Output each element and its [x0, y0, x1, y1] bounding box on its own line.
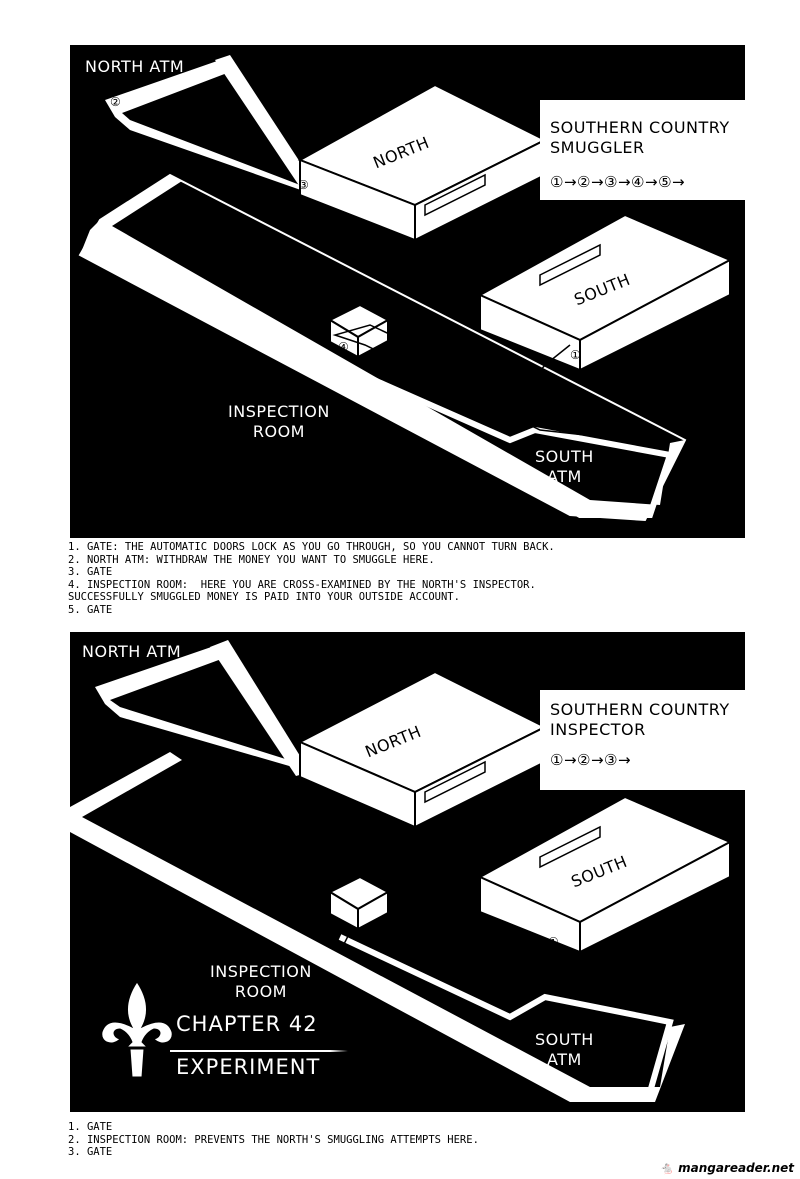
chapter-title: EXPERIMENT: [176, 1055, 321, 1079]
north-corridor: [95, 644, 310, 772]
marker-2: ②: [338, 921, 350, 935]
marker-1: ①: [570, 348, 582, 362]
note-line: 1. GATE: THE AUTOMATIC DOORS LOCK AS YOU…: [68, 541, 555, 553]
south-building: [477, 213, 733, 372]
marker-5: ⑤: [557, 364, 569, 378]
legend-sequence: ①→②→③→④→⑤→: [550, 173, 686, 191]
lower-corridor: [337, 360, 674, 518]
north-corridor: [105, 60, 315, 195]
north-atm-label: NORTH ATM: [82, 642, 182, 661]
legend-top: SOUTHERN COUNTRY SMUGGLER ①→②→③→④→⑤→: [540, 100, 745, 200]
watermark-text: mangareader.net: [678, 1161, 794, 1175]
marker-1: ①: [548, 935, 560, 949]
note-line: 3. GATE: [68, 1146, 113, 1159]
note-line: 2. INSPECTION ROOM: PREVENTS THE NORTH'S…: [68, 1133, 479, 1146]
south-building: [477, 795, 733, 954]
inspection-room-label: INSPECTION ROOM: [228, 402, 330, 441]
south-atm-label: SOUTH ATM: [535, 447, 594, 486]
note-line: 1. GATE: [68, 1121, 113, 1133]
legend-sequence: ①→②→③→: [550, 751, 632, 769]
lower-corridor: [338, 934, 674, 1093]
marker-3: ③: [540, 943, 552, 957]
note-line: SUCCESSFULLY SMUGGLED MONEY IS PAID INTO…: [68, 591, 460, 604]
legend-title: SOUTHERN COUNTRY INSPECTOR: [550, 700, 730, 739]
mouse-icon: 🐁: [658, 1161, 674, 1175]
north-ramp: [215, 55, 315, 190]
smuggler-route: [332, 324, 586, 436]
legend-title: SOUTHERN COUNTRY SMUGGLER: [550, 118, 730, 157]
notes-top: 1. GATE: THE AUTOMATIC DOORS LOCK AS YOU…: [68, 541, 555, 617]
marker-2: ②: [110, 95, 122, 109]
inspection-booth: [327, 875, 391, 931]
chapter-divider-line: [170, 1050, 348, 1052]
legend-bottom: SOUTHERN COUNTRY INSPECTOR ①→②→③→: [540, 690, 745, 790]
watermark: 🐁 mangareader.net: [659, 1161, 794, 1175]
north-atm-label: NORTH ATM: [85, 57, 185, 76]
north-building: [297, 670, 548, 829]
route-map-top: [78, 55, 733, 522]
notes-bottom: 1. GATE 2. INSPECTION ROOM: PREVENTS THE…: [68, 1121, 479, 1159]
note-line: 5. GATE: [68, 603, 113, 616]
inspector-route: [339, 930, 651, 1073]
note-line: 4. INSPECTION ROOM: HERE YOU ARE CROSS-E…: [68, 578, 536, 591]
note-line: 2. NORTH ATM: WITHDRAW THE MONEY YOU WAN…: [68, 553, 435, 566]
north-ramp: [210, 640, 310, 776]
fleur-de-lis-icon: [101, 981, 173, 1078]
note-line: 3. GATE: [68, 566, 113, 579]
route-map-bottom: [70, 640, 733, 1102]
south-atm-label: SOUTH ATM: [535, 1030, 594, 1069]
marker-3: ③: [298, 178, 310, 192]
marker-4: ④: [338, 340, 350, 354]
chapter-number: CHAPTER 42: [176, 1012, 318, 1036]
inspection-room-label: INSPECTION ROOM: [210, 962, 312, 1001]
north-building: [297, 83, 548, 242]
corridor: [70, 752, 685, 1102]
